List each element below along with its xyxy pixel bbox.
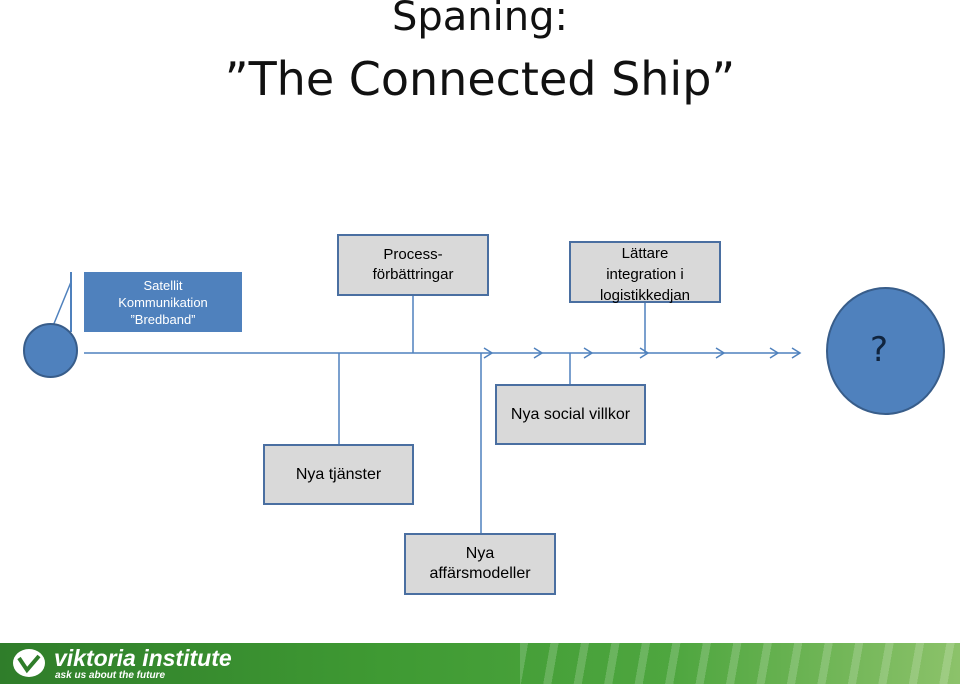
arrowhead xyxy=(639,347,650,359)
footer-decoration xyxy=(520,643,960,684)
box-text-line: förbättringar xyxy=(372,266,454,283)
box-satellit-kommunikation: Satellit Kommunikation ”Bredband” xyxy=(84,272,242,332)
timeline-arrows xyxy=(483,347,802,359)
arrowhead xyxy=(715,347,726,359)
box-text-line: affärsmodeller xyxy=(429,565,531,582)
title-line-1: Spaning: xyxy=(392,0,568,40)
future-circle xyxy=(826,287,945,415)
footer-bar xyxy=(0,643,960,684)
box-nya-affarsmodeller: Nya affärsmodeller xyxy=(404,533,556,595)
box-lattare-integration: Lättare integration i logistikkedjan xyxy=(569,241,721,304)
question-mark: ? xyxy=(870,330,889,370)
arrowhead xyxy=(791,347,802,359)
arrowhead xyxy=(769,347,780,359)
brand-name: viktoria institute xyxy=(54,645,232,671)
box-text-line: Satellit xyxy=(143,277,183,293)
viktoria-logo-icon xyxy=(13,649,45,677)
brand-tagline: ask us about the future xyxy=(55,670,166,681)
box-processforbattringar: Process- förbättringar xyxy=(337,234,489,296)
satellite-dish-circle xyxy=(23,323,78,378)
arrowhead xyxy=(583,347,594,359)
box-nya-tjanster: Nya tjänster xyxy=(263,444,414,505)
box-text-line: Lättare xyxy=(621,245,669,262)
box-text-line: Process- xyxy=(383,246,443,263)
box-text-line: ”Bredband” xyxy=(130,311,196,327)
box-text-line: integration i xyxy=(606,266,684,283)
box-text-line: Kommunikation xyxy=(118,294,208,310)
box-text-line: Nya xyxy=(465,545,495,562)
title-line-2: ”The Connected Ship” xyxy=(224,52,736,106)
box-text-line: logistikkedjan xyxy=(599,287,691,304)
arrowhead xyxy=(483,347,494,359)
box-nya-social-villkor: Nya social villkor xyxy=(495,384,646,445)
arrowhead xyxy=(533,347,544,359)
